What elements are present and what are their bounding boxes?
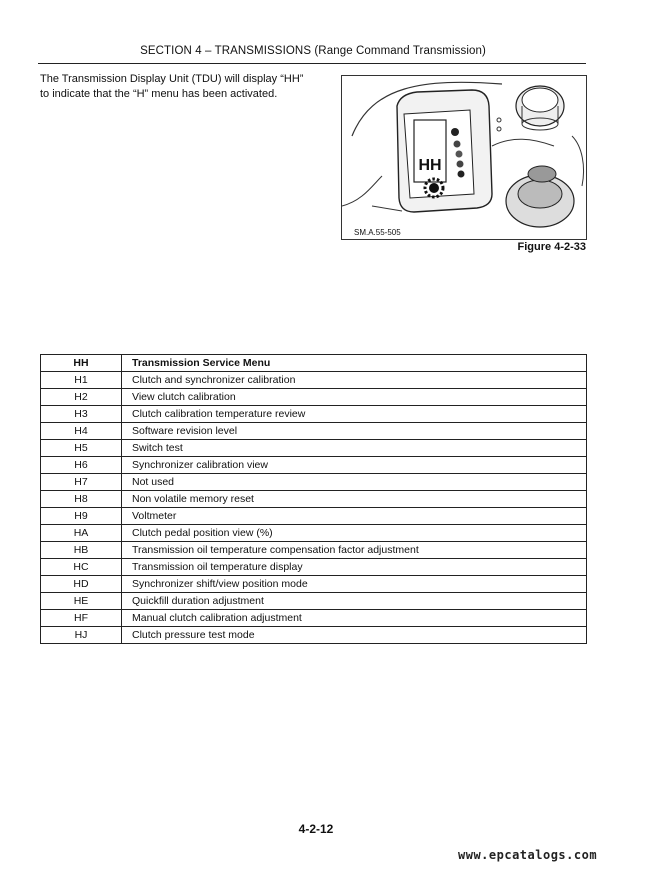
row-description: Clutch calibration temperature review	[121, 405, 587, 423]
row-description: Not used	[121, 473, 587, 491]
figure-caption: Figure 4-2-33	[517, 241, 586, 253]
row-description: Synchronizer calibration view	[121, 456, 587, 474]
row-code: HJ	[40, 626, 122, 644]
row-code: HA	[40, 524, 122, 542]
section-header: SECTION 4 – TRANSMISSIONS (Range Command…	[140, 45, 486, 57]
row-code: H6	[40, 456, 122, 474]
header-description: Transmission Service Menu	[121, 354, 587, 372]
row-description: Clutch pressure test mode	[121, 626, 587, 644]
page-number: 4-2-12	[298, 822, 334, 836]
tdu-figure: HH SM.A.55-505	[341, 75, 587, 240]
row-code: HB	[40, 541, 122, 559]
header-code: HH	[40, 354, 122, 372]
row-code: HE	[40, 592, 122, 610]
row-description: Transmission oil temperature display	[121, 558, 587, 576]
row-code: H7	[40, 473, 122, 491]
row-code: HD	[40, 575, 122, 593]
row-description: Transmission oil temperature compensatio…	[121, 541, 587, 559]
row-code: H4	[40, 422, 122, 440]
row-code: HF	[40, 609, 122, 627]
intro-line-2: to indicate that the “H” menu has been a…	[40, 88, 278, 100]
figure-code: SM.A.55-505	[352, 228, 403, 237]
row-description: View clutch calibration	[121, 388, 587, 406]
tdu-illustration: HH	[342, 81, 585, 228]
row-code: H8	[40, 490, 122, 508]
intro-line-1: The Transmission Display Unit (TDU) will…	[40, 73, 304, 85]
row-description: Clutch and synchronizer calibration	[121, 371, 587, 389]
row-description: Manual clutch calibration adjustment	[121, 609, 587, 627]
row-code: H3	[40, 405, 122, 423]
tdu-display-text: HH	[418, 157, 441, 174]
row-code: H2	[40, 388, 122, 406]
row-description: Synchronizer shift/view position mode	[121, 575, 587, 593]
watermark: www.epcatalogs.com	[458, 848, 598, 862]
row-description: Voltmeter	[121, 507, 587, 525]
header-rule	[38, 63, 586, 64]
row-description: Software revision level	[121, 422, 587, 440]
row-code: H1	[40, 371, 122, 389]
row-description: Non volatile memory reset	[121, 490, 587, 508]
table-header-row: HH Transmission Service Menu	[40, 354, 587, 372]
row-code: H5	[40, 439, 122, 457]
row-code: HC	[40, 558, 122, 576]
row-description: Quickfill duration adjustment	[121, 592, 587, 610]
intro-paragraph: The Transmission Display Unit (TDU) will…	[40, 72, 320, 102]
row-description: Clutch pedal position view (%)	[121, 524, 587, 542]
row-description: Switch test	[121, 439, 587, 457]
row-code: H9	[40, 507, 122, 525]
